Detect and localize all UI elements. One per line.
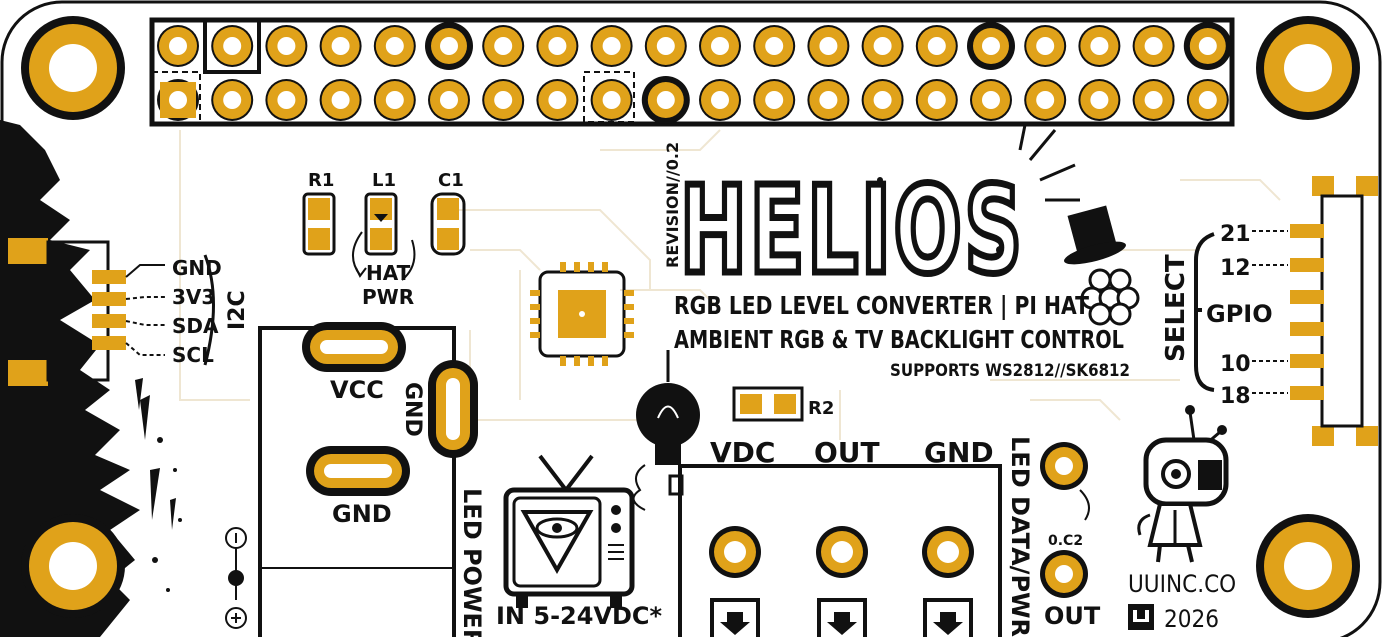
gpio-header-pins	[157, 22, 1232, 124]
power-terminal	[258, 322, 478, 641]
header-pin-hole	[223, 37, 242, 55]
pin-2-marker	[151, 71, 201, 125]
header-pin-hole	[169, 91, 187, 109]
label-c1: C1	[438, 170, 464, 191]
header-pin-hole	[1090, 91, 1109, 109]
header-pin-hole	[765, 91, 784, 109]
header-pin-hole	[1144, 91, 1163, 109]
header-pin-hole	[711, 91, 729, 109]
gpio-pin-10: 10	[1220, 352, 1251, 377]
header-pin-hole	[331, 91, 350, 109]
select-label: SELECT	[1161, 254, 1191, 362]
header-pin-hole	[765, 37, 784, 55]
header-pin-hole	[277, 37, 296, 55]
header-pin-hole	[494, 37, 513, 55]
brand-label: UUINC.CO	[1128, 570, 1236, 598]
title-decoration	[877, 124, 1140, 326]
header-pin-hole	[385, 37, 404, 55]
resistor-r2	[732, 386, 804, 422]
header-pin-hole	[927, 91, 946, 109]
header-pin-hole	[548, 91, 567, 109]
header-pin-hole	[927, 37, 946, 55]
header-pin-hole	[602, 37, 621, 55]
i2c-pin-3v3: 3V3	[172, 285, 215, 309]
supports-label: SUPPORTS WS2812//SK6812	[890, 361, 1130, 381]
header-pin-hole	[819, 91, 838, 109]
board-title: HELIOS	[680, 162, 1025, 301]
label-out-pad: OUT	[1044, 602, 1101, 630]
label-gnd-side: GND	[400, 382, 425, 437]
label-version: 0.C2	[1048, 533, 1083, 549]
year-label: 2026	[1164, 605, 1219, 633]
i2c-connector	[8, 238, 215, 386]
i2c-label: I2C	[225, 290, 250, 330]
polarity-marks	[225, 527, 247, 629]
label-r1: R1	[308, 170, 334, 191]
header-pin-hole	[873, 91, 892, 109]
header-pin-hole	[656, 37, 675, 55]
header-pin-hole	[982, 37, 1000, 55]
subtitle-1: RGB LED LEVEL CONVERTER | PI HAT	[674, 291, 1089, 320]
tv-icon	[503, 454, 635, 608]
brand-logo-icon	[1128, 604, 1154, 630]
test-pads	[1040, 442, 1090, 598]
header-pin-hole	[169, 37, 187, 55]
header-pin-hole	[440, 91, 458, 109]
label-r2: R2	[808, 398, 834, 419]
header-pin-hole	[548, 37, 567, 55]
label-led-data-pwr: LED DATA/PWR	[1006, 436, 1034, 637]
label-hat: HAT	[366, 261, 411, 285]
i2c-pin-scl: SCL	[172, 343, 214, 367]
header-pin-hole	[223, 91, 242, 109]
gpio-pin-12: 12	[1220, 256, 1251, 281]
label-l1: L1	[372, 170, 396, 191]
header-pin-hole	[873, 37, 892, 55]
smd-parts-top	[302, 192, 466, 281]
subtitle-2: AMBIENT RGB & TV BACKLIGHT CONTROL	[674, 325, 1124, 354]
header-pin-hole	[1144, 37, 1163, 55]
label-led-power: LED POWER	[458, 488, 486, 637]
header-pin-hole	[711, 37, 729, 55]
header-pin-hole	[819, 37, 838, 55]
header-pin-hole	[602, 91, 621, 109]
header-pin-hole	[982, 91, 1000, 109]
gpio-label: GPIO	[1206, 300, 1273, 328]
header-pin-hole	[656, 91, 675, 109]
label-out: OUT	[814, 436, 880, 469]
i2c-pin-gnd: GND	[172, 256, 222, 280]
header-pin-hole	[385, 91, 404, 109]
gpio-pin-18: 18	[1220, 384, 1251, 409]
output-terminal	[668, 464, 1002, 641]
label-pwr: PWR	[362, 285, 414, 309]
header-pin-hole	[277, 91, 296, 109]
header-pin-hole	[331, 37, 350, 55]
gpio-select-connector	[1194, 176, 1378, 446]
mounting-holes	[21, 16, 1360, 618]
header-pin-hole	[494, 91, 513, 109]
label-gnd-out: GND	[924, 436, 994, 469]
header-pin-hole	[1036, 91, 1055, 109]
pin-1-marker	[203, 18, 261, 74]
label-vdc: VDC	[710, 436, 775, 469]
revision-label: REVISION//0.2	[663, 142, 682, 268]
lightbulb-icon	[632, 350, 700, 511]
header-pin-hole	[440, 37, 458, 55]
gpio-pin-21: 21	[1220, 222, 1251, 247]
header-pin-hole	[1198, 91, 1217, 109]
i2c-pin-sda: SDA	[172, 314, 219, 338]
ic-chip	[530, 262, 634, 366]
label-gnd-terminal: GND	[332, 500, 392, 528]
header-pin-hole	[1198, 37, 1217, 55]
header-pin-hole	[1090, 37, 1109, 55]
label-vcc: VCC	[330, 376, 384, 404]
robot-mascot-icon	[1137, 405, 1229, 563]
pin-marker-dashed	[583, 71, 635, 123]
header-pin-hole	[1036, 37, 1055, 55]
